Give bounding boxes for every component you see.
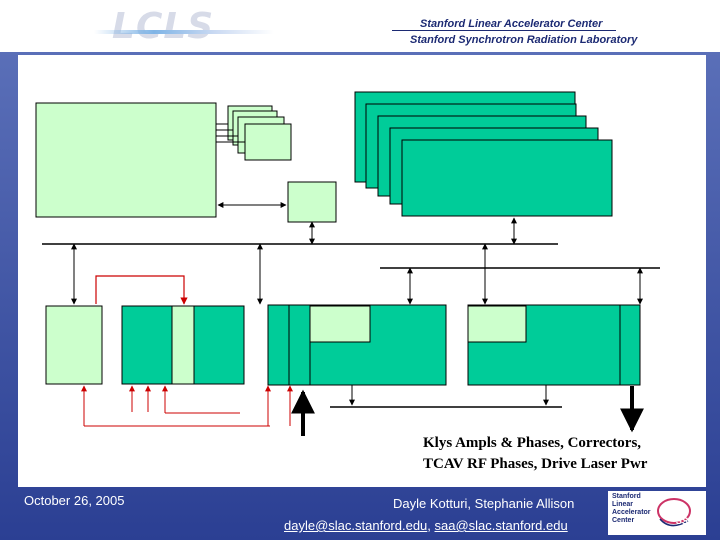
stacked-module-4 xyxy=(244,123,292,161)
email-link-saa[interactable]: saa@slac.stanford.edu xyxy=(434,518,568,533)
caption-line-1: Klys Ampls & Phases, Correctors, xyxy=(423,435,642,451)
bottom-box-insert xyxy=(467,305,527,343)
slac-logo-mark xyxy=(657,498,691,527)
bottom-box-insert xyxy=(309,305,371,343)
lcls-logo: LCLS xyxy=(93,6,275,47)
email-separator: , xyxy=(427,518,435,533)
footer-date: October 26, 2005 xyxy=(24,493,125,508)
footer-authors: Dayle Kotturi, Stephanie Allison xyxy=(393,496,575,511)
header-rule xyxy=(392,30,616,31)
caption-line-2: TCAV RF Phases, Drive Laser Pwr xyxy=(423,456,648,472)
email-link-dayle[interactable]: dayle@slac.stanford.edu xyxy=(284,518,428,533)
diagram-caption: Klys Ampls & Phases, Correctors, TCAV RF… xyxy=(423,433,647,475)
org-line-slac: Stanford Linear Accelerator Center xyxy=(420,18,603,30)
org-line-ssrl: Stanford Synchrotron Radiation Laborator… xyxy=(410,34,638,46)
ioc-stack-5 xyxy=(401,139,613,217)
red-signal-line xyxy=(95,275,188,305)
ssrl-logo-text: SSRL xyxy=(676,516,701,526)
bottom-box-light xyxy=(45,305,103,385)
slac-logo-text: Stanford Linear Accelerator Center xyxy=(612,493,651,524)
network-module-box xyxy=(287,181,337,223)
footer-emails: dayle@slac.stanford.edu, saa@slac.stanfo… xyxy=(284,518,568,533)
slac-logo: Stanford Linear Accelerator Center xyxy=(608,491,706,535)
host-computer-box xyxy=(35,102,217,218)
bottom-box-insert xyxy=(171,305,195,385)
slide-header: LCLS Stanford Linear Accelerator Center … xyxy=(0,0,720,52)
